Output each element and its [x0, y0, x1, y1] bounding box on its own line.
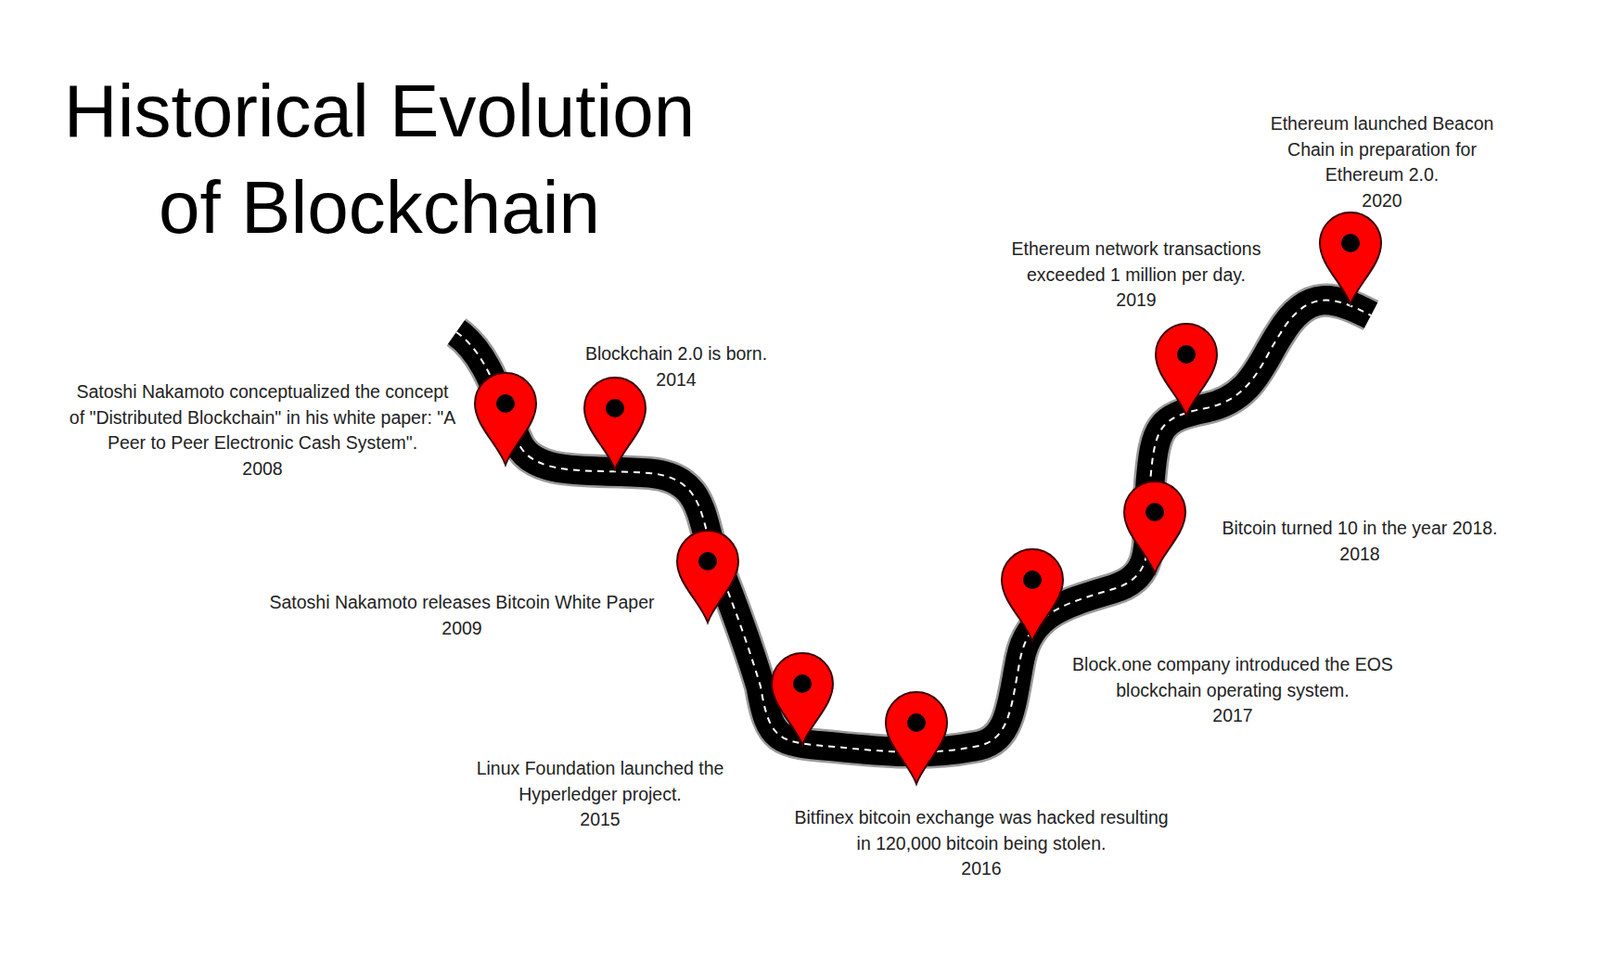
milestone-year: 2020	[1256, 188, 1508, 215]
milestone-text: Satoshi Nakamoto conceptualized the conc…	[67, 379, 458, 457]
milestone-text: Satoshi Nakamoto releases Bitcoin White …	[239, 589, 685, 616]
map-pin	[677, 530, 739, 623]
milestone-label: Bitcoin turned 10 in the year 2018.2018	[1192, 515, 1527, 567]
milestone-year: 2009	[239, 615, 685, 642]
map-pin	[1124, 481, 1186, 574]
map-pin	[1001, 549, 1063, 641]
milestone-label: Satoshi Nakamoto conceptualized the conc…	[67, 379, 458, 482]
map-pin	[1155, 323, 1217, 416]
map-pin	[584, 377, 646, 470]
map-pin	[885, 691, 948, 784]
milestone-text: Bitcoin turned 10 in the year 2018.	[1192, 515, 1527, 542]
milestone-year: 2014	[555, 367, 797, 394]
milestone-year: 2018	[1192, 541, 1527, 568]
milestone-text: Bitfinex bitcoin exchange was hacked res…	[791, 805, 1172, 857]
milestone-label: Ethereum network transactions exceeded 1…	[987, 236, 1285, 314]
map-pin	[474, 372, 537, 465]
milestone-year: 2016	[791, 856, 1172, 883]
milestone-label: Block.one company introduced the EOS blo…	[1047, 652, 1419, 730]
milestone-text: Ethereum launched Beacon Chain in prepar…	[1256, 111, 1508, 189]
milestone-label: Linux Foundation launched the Hyperledge…	[460, 755, 740, 833]
milestone-year: 2017	[1047, 703, 1419, 730]
milestone-year: 2015	[460, 806, 740, 833]
milestone-text: Linux Foundation launched the Hyperledge…	[460, 755, 740, 807]
milestone-label: Satoshi Nakamoto releases Bitcoin White …	[239, 589, 685, 641]
milestone-label: Bitfinex bitcoin exchange was hacked res…	[791, 805, 1172, 883]
milestone-year: 2008	[67, 456, 458, 483]
milestone-text: Block.one company introduced the EOS blo…	[1047, 652, 1419, 704]
milestone-label: Blockchain 2.0 is born.2014	[555, 341, 797, 393]
diagram-title: Historical Evolution of Blockchain	[36, 63, 723, 256]
milestone-year: 2019	[987, 287, 1285, 314]
milestone-text: Ethereum network transactions exceeded 1…	[987, 236, 1285, 288]
map-pin	[1319, 212, 1382, 305]
milestone-text: Blockchain 2.0 is born.	[555, 341, 797, 368]
map-pin	[771, 652, 833, 745]
milestone-label: Ethereum launched Beacon Chain in prepar…	[1256, 111, 1508, 214]
